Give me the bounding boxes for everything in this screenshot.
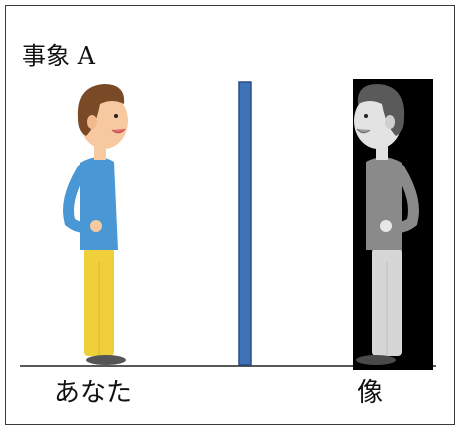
mirror-icon [238,81,252,366]
label-image: 像 [357,378,384,408]
label-you: あなた [54,378,133,408]
reflection-figure-icon [353,79,433,370]
diagram-title: 事象 A [22,42,95,70]
person-figure-icon [63,84,128,365]
